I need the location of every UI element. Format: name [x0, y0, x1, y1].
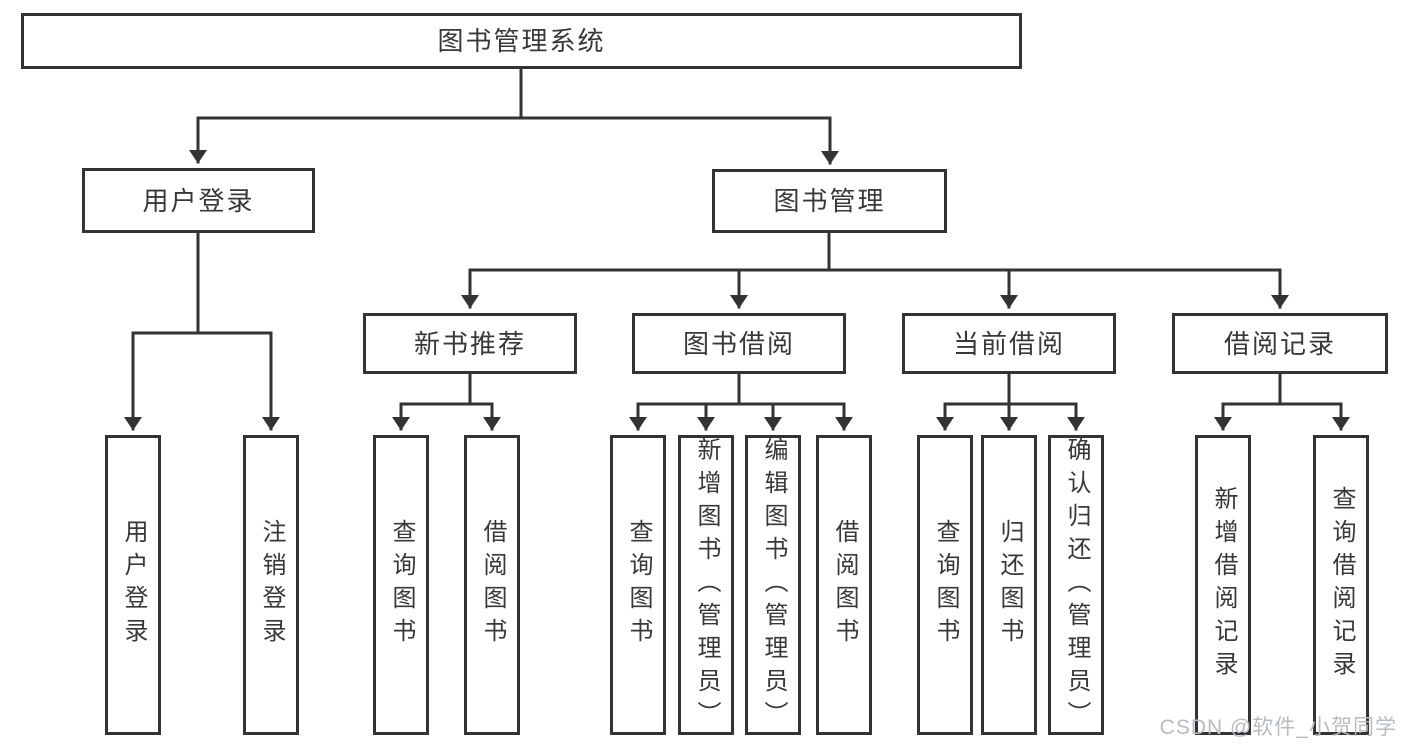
leaf-label: 借阅图书: [831, 519, 858, 651]
node-user-login: 用户登录: [82, 168, 315, 233]
leaf-query-books-recommend: 查询图书: [373, 435, 429, 735]
node-label: 新书推荐: [413, 328, 526, 359]
leaf-confirm-return-admin: 确认归还（管理员）: [1048, 435, 1104, 735]
leaf-label: 借阅图书: [479, 519, 506, 651]
leaf-label: 用户登录: [120, 519, 147, 651]
node-library-system: 图书管理系统: [21, 13, 1022, 69]
node-label: 用户登录: [142, 185, 255, 216]
leaf-label: 归还图书: [996, 519, 1023, 651]
leaf-query-borrow-record: 查询借阅记录: [1313, 435, 1369, 735]
leaf-label: 查询图书: [625, 519, 652, 651]
leaf-label: 新增图书（管理员）: [693, 436, 720, 734]
leaf-return-book: 归还图书: [981, 435, 1037, 735]
node-label: 图书管理: [773, 186, 886, 216]
node-label: 当前借阅: [952, 328, 1065, 359]
leaf-logout: 注销登录: [243, 435, 299, 735]
leaf-label: 查询借阅记录: [1328, 486, 1355, 684]
leaf-user-login: 用户登录: [105, 435, 161, 735]
leaf-query-books-current: 查询图书: [917, 435, 973, 735]
node-current-borrow: 当前借阅: [902, 313, 1116, 374]
leaf-label: 新增借阅记录: [1210, 486, 1237, 684]
leaf-add-borrow-record: 新增借阅记录: [1195, 435, 1251, 735]
node-book-borrow: 图书借阅: [632, 313, 846, 374]
leaf-edit-book-admin: 编辑图书（管理员）: [745, 435, 801, 735]
node-label: 图书管理系统: [437, 26, 606, 56]
leaf-label: 查询图书: [388, 519, 415, 651]
node-label: 借阅记录: [1223, 328, 1336, 359]
leaf-label: 确认归还（管理员）: [1063, 436, 1090, 734]
leaf-borrow-books-recommend: 借阅图书: [464, 435, 520, 735]
node-book-management: 图书管理: [712, 169, 947, 233]
node-borrow-records: 借阅记录: [1172, 313, 1388, 374]
leaf-label: 注销登录: [258, 519, 285, 651]
leaf-borrow-books: 借阅图书: [816, 435, 872, 735]
leaf-query-books-borrow: 查询图书: [610, 435, 666, 735]
node-label: 图书借阅: [682, 328, 795, 359]
leaf-label: 查询图书: [932, 519, 959, 651]
leaf-label: 编辑图书（管理员）: [760, 436, 787, 734]
leaf-add-book-admin: 新增图书（管理员）: [678, 435, 734, 735]
node-new-book-recommend: 新书推荐: [363, 313, 577, 374]
csdn-watermark: CSDN @软件_小贺同学: [1159, 716, 1397, 739]
